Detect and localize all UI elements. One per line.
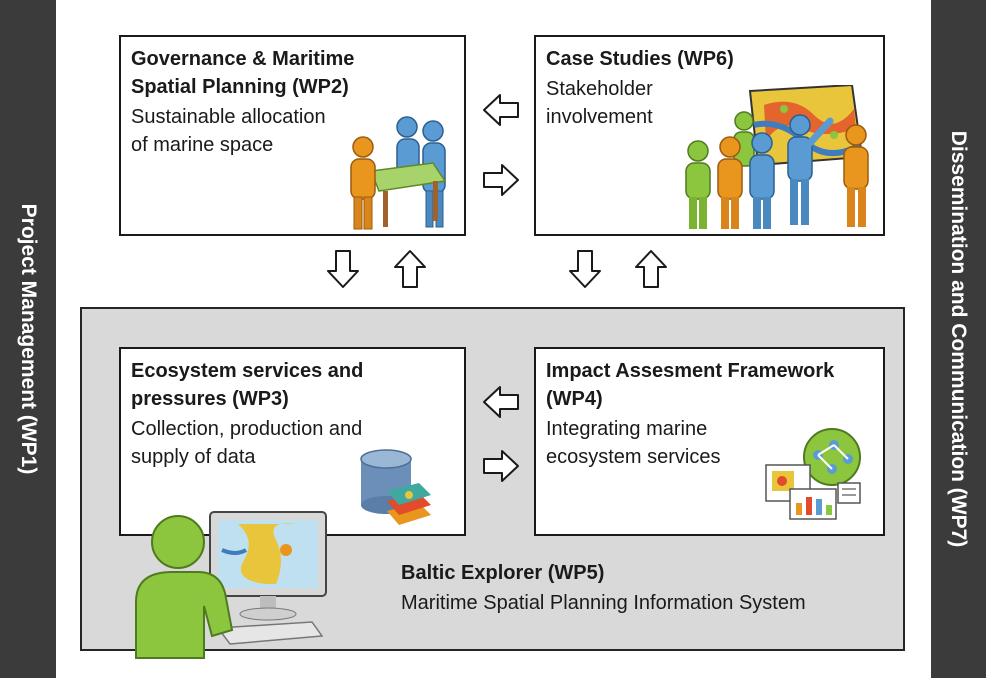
arrow-left-icon <box>483 94 519 126</box>
wp6-description: Stakeholder involvement <box>546 75 653 131</box>
framework-documents-icon <box>765 428 861 520</box>
wp2-title: Governance & Maritime Spatial Planning (… <box>131 45 354 101</box>
arrow-up-icon <box>394 250 426 288</box>
wp5-description: Maritime Spatial Planning Information Sy… <box>401 592 806 614</box>
wp4-desc-line2: ecosystem services <box>546 446 721 468</box>
wp4-box: Impact Assesment Framework (WP4) Integra… <box>534 347 885 536</box>
arrow-right-icon <box>483 164 519 196</box>
arrow-right-icon <box>483 450 519 482</box>
person-at-computer-icon <box>135 511 327 659</box>
wp6-desc-line2: involvement <box>546 106 653 128</box>
wp3-desc-line1: Collection, production and <box>131 418 363 440</box>
wp4-title-line2: (WP4) <box>546 388 603 410</box>
wp3-description: Collection, production and supply of dat… <box>131 415 362 471</box>
wp3-title-line2: pressures (WP3) <box>131 388 289 410</box>
wp4-desc-line1: Integrating marine <box>546 418 708 440</box>
wp2-desc-line1: Sustainable allocation <box>131 106 326 128</box>
people-at-table-icon <box>350 116 447 230</box>
project-management-bar: Project Management (WP1) <box>0 0 56 678</box>
wp4-title: Impact Assesment Framework (WP4) <box>546 357 834 413</box>
wp6-desc-line1: Stakeholder <box>546 78 653 100</box>
stakeholders-map-icon <box>685 85 869 229</box>
arrow-down-icon <box>327 250 359 288</box>
wp6-title: Case Studies (WP6) <box>546 45 734 73</box>
project-management-label: Project Management (WP1) <box>17 203 40 475</box>
wp6-box: Case Studies (WP6) Stakeholder involveme… <box>534 35 885 236</box>
arrow-left-icon <box>483 386 519 418</box>
wp3-title: Ecosystem services and pressures (WP3) <box>131 357 363 413</box>
database-layers-icon <box>360 449 431 525</box>
wp2-title-line2: Spatial Planning (WP2) <box>131 76 349 98</box>
wp4-description: Integrating marine ecosystem services <box>546 415 721 471</box>
diagram-canvas: Governance & Maritime Spatial Planning (… <box>56 0 931 678</box>
dissemination-bar: Dissemination and Communication (WP7) <box>931 0 986 678</box>
dissemination-label: Dissemination and Communication (WP7) <box>947 130 970 548</box>
wp5-title: Baltic Explorer (WP5) <box>401 562 605 584</box>
wp3-box: Ecosystem services and pressures (WP3) C… <box>119 347 466 536</box>
wp2-box: Governance & Maritime Spatial Planning (… <box>119 35 466 236</box>
wp3-title-line1: Ecosystem services and <box>131 360 364 382</box>
wp2-description: Sustainable allocation of marine space <box>131 103 326 159</box>
wp2-desc-line2: of marine space <box>131 134 274 156</box>
wp6-title-line1: Case Studies (WP6) <box>546 48 734 70</box>
arrow-up-icon <box>635 250 667 288</box>
arrow-down-icon <box>569 250 601 288</box>
wp2-title-line1: Governance & Maritime <box>131 48 355 70</box>
wp3-desc-line2: supply of data <box>131 446 256 468</box>
wp4-title-line1: Impact Assesment Framework <box>546 360 835 382</box>
